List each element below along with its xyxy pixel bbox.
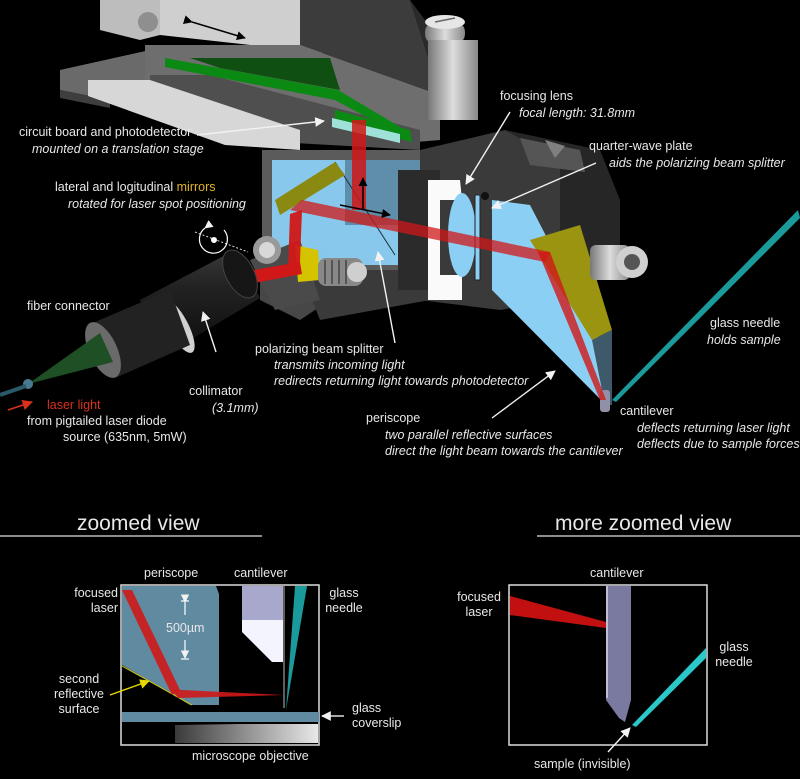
label-cantilever-desc-1: deflects returning laser light bbox=[637, 421, 790, 435]
more-zoomed-label-cantilever: cantilever bbox=[590, 566, 644, 580]
zoomed-label-reflective: reflective bbox=[53, 687, 105, 701]
zoomed-label-microscope-objective: microscope objective bbox=[192, 749, 309, 763]
label-glass-needle-desc: holds sample bbox=[707, 333, 781, 347]
label-pbs-title: polarizing beam splitter bbox=[255, 342, 384, 356]
leader-lines bbox=[196, 111, 597, 419]
zoomed-label-second: second bbox=[58, 672, 100, 686]
second-reflective-surface bbox=[121, 665, 193, 706]
zoomed-view-panel bbox=[109, 584, 344, 746]
adjustment-screw bbox=[318, 258, 367, 286]
label-mirrors-title: lateral and logitudinal mirrors bbox=[55, 180, 216, 195]
zoomed-label-glass: glass bbox=[329, 586, 359, 600]
label-periscope-title: periscope bbox=[366, 411, 421, 425]
zoomed-label-focused: focused bbox=[74, 586, 118, 600]
zoomed-label-cantilever: cantilever bbox=[234, 566, 288, 580]
fiber-connector bbox=[0, 290, 190, 397]
laser-beam-path bbox=[225, 120, 606, 400]
zoomed-cantilever-top bbox=[242, 586, 283, 620]
label-fiber-connector: fiber connector bbox=[27, 299, 110, 313]
label-focusing-lens-title: focusing lens bbox=[500, 89, 573, 103]
more-zoomed-label-glass-needle: glass needle bbox=[712, 640, 756, 670]
label-periscope-desc-2: direct the light beam towards the cantil… bbox=[385, 444, 623, 458]
second-reflective-arrow bbox=[109, 679, 150, 696]
sample-arrow bbox=[607, 727, 631, 753]
label-quarter-wave-desc: aids the polarizing beam splitter bbox=[609, 156, 785, 170]
label-periscope-desc-1: two parallel reflective surfaces bbox=[385, 428, 553, 442]
micrometer-knob bbox=[425, 15, 478, 120]
zoomed-label-coverslip: coverslip bbox=[352, 716, 402, 730]
more-zoomed-label-laser: laser bbox=[465, 605, 493, 619]
scale-bar bbox=[180, 594, 190, 660]
zoomed-label-glass-needle: glass needle bbox=[322, 586, 366, 616]
side-knob bbox=[590, 245, 648, 280]
more-zoomed-label-focused: focused bbox=[457, 590, 501, 604]
label-mirrors-prefix: lateral and logitudinal bbox=[55, 180, 177, 194]
label-collimator-title: collimator bbox=[189, 384, 243, 398]
label-pbs-desc-1: transmits incoming light bbox=[274, 358, 405, 372]
rotation-symbol-icon bbox=[194, 220, 249, 254]
more-zoomed-label-needle: needle bbox=[715, 655, 753, 669]
label-laser-source-2: source (635nm, 5mW) bbox=[63, 430, 187, 444]
label-pbs-desc-2: redirects returning light towards photod… bbox=[274, 374, 529, 388]
zoomed-laser-in bbox=[122, 590, 180, 695]
more-zoomed-laser bbox=[510, 596, 606, 628]
more-zoomed-view-title: more zoomed view bbox=[555, 512, 732, 535]
label-laser-source-1: from pigtailed laser diode bbox=[27, 414, 167, 428]
zoomed-periscope bbox=[122, 586, 219, 705]
zoomed-cantilever-tip bbox=[242, 620, 283, 662]
glass-needle bbox=[612, 210, 800, 402]
more-zoomed-label-sample: sample (invisible) bbox=[534, 757, 631, 771]
label-quarter-wave-title: quarter-wave plate bbox=[589, 139, 693, 153]
laser-light-arrow bbox=[7, 400, 33, 411]
zoomed-label-coverslip-glass: glass bbox=[352, 701, 382, 715]
zoomed-laser-out bbox=[172, 690, 284, 698]
zoomed-glass-needle bbox=[286, 586, 307, 710]
label-mirrors-highlight: mirrors bbox=[176, 180, 216, 194]
zoomed-coverslip bbox=[122, 712, 319, 722]
zoomed-microscope-objective bbox=[175, 724, 318, 743]
more-zoomed-label-focused-laser: focused laser bbox=[452, 590, 506, 620]
zoomed-label-second-reflective: second reflective surface bbox=[50, 672, 108, 717]
label-laser-light: laser light bbox=[47, 398, 101, 412]
zoomed-label-periscope: periscope bbox=[144, 566, 199, 580]
label-circuit-board-desc: mounted on a translation stage bbox=[32, 142, 204, 156]
label-glass-needle-title: glass needle bbox=[710, 316, 781, 330]
label-mirrors-desc: rotated for laser spot positioning bbox=[68, 197, 246, 211]
more-zoomed-cantilever bbox=[606, 586, 631, 722]
zoomed-label-scale: 500µm bbox=[166, 621, 205, 635]
more-zoomed-glass-needle bbox=[632, 648, 706, 727]
label-cantilever-desc-2: deflects due to sample forces bbox=[637, 437, 800, 451]
zoomed-label-glass-coverslip: glass coverslip bbox=[352, 701, 401, 731]
zoomed-label-surface: surface bbox=[58, 702, 100, 716]
label-focusing-lens-desc: focal length: 31.8mm bbox=[519, 106, 636, 120]
zoomed-view-title: zoomed view bbox=[77, 512, 200, 535]
label-cantilever-title: cantilever bbox=[620, 404, 674, 418]
label-circuit-board-title: circuit board and photodetector bbox=[19, 125, 192, 139]
zoomed-label-focused-laser: focused laser bbox=[70, 586, 118, 616]
more-zoomed-label-glass: glass bbox=[719, 640, 749, 654]
label-collimator-desc: (3.1mm) bbox=[212, 401, 259, 415]
zoomed-label-laser: laser bbox=[90, 601, 118, 615]
zoomed-label-needle: needle bbox=[325, 601, 363, 615]
more-zoomed-view-panel bbox=[508, 584, 708, 753]
